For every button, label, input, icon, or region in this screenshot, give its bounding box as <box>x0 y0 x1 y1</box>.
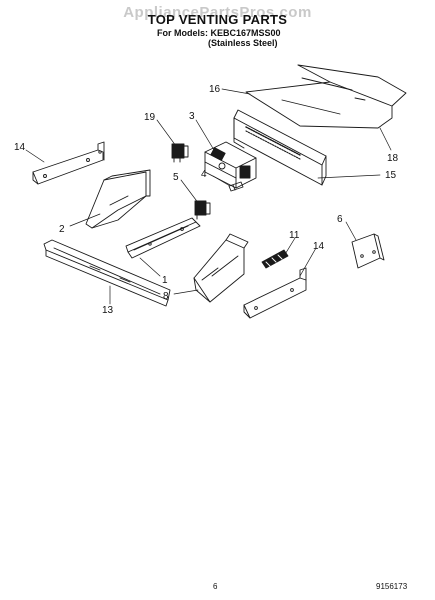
part-vent-duct <box>233 109 327 186</box>
callout-label: 13 <box>102 305 114 316</box>
callout-label: 16 <box>209 84 221 95</box>
callout-label: 5 <box>173 172 179 183</box>
part-blower-assembly <box>204 141 257 189</box>
part-bracket-housing <box>193 233 249 303</box>
part-switch-5 <box>194 200 211 220</box>
callout-label: 14 <box>313 241 325 252</box>
callout-label: 18 <box>387 153 399 164</box>
part-vent-top-panel <box>245 64 407 129</box>
part-switch-19 <box>171 143 189 163</box>
document-number: 9156173 <box>376 582 408 591</box>
leader-lines <box>25 88 392 305</box>
models-line: For Models: KEBC167MSS00 <box>157 28 281 38</box>
part-terminal-block <box>261 249 289 269</box>
callout-label: 2 <box>59 224 65 235</box>
callout-label: 11 <box>289 230 300 241</box>
page-title: TOP VENTING PARTS <box>147 12 288 27</box>
louver-slots <box>245 126 301 160</box>
part-lower-rail <box>43 239 171 307</box>
callout-label: 14 <box>14 142 26 153</box>
callout-label: 8 <box>163 291 169 302</box>
page-number: 6 <box>213 582 218 591</box>
callout-label: 1 <box>162 275 168 286</box>
callout-label: 19 <box>144 112 156 123</box>
watermark-text: AppliancePartsPros.com <box>123 4 312 21</box>
part-air-duct <box>85 169 151 229</box>
finish-line: (Stainless Steel) <box>208 38 278 48</box>
part-channel-rail <box>125 217 201 259</box>
part-connector-4 <box>228 181 244 192</box>
callout-label: 15 <box>385 170 397 181</box>
part-plate-6 <box>351 233 385 269</box>
callout-label: 4 <box>201 169 207 180</box>
part-bracket-right <box>243 267 307 319</box>
callout-label: 3 <box>189 111 195 122</box>
part-bracket-left <box>32 141 105 185</box>
callout-label: 6 <box>337 214 343 225</box>
callout-numbers: 16 19 3 14 18 4 5 15 2 6 11 14 1 8 13 <box>14 84 399 316</box>
